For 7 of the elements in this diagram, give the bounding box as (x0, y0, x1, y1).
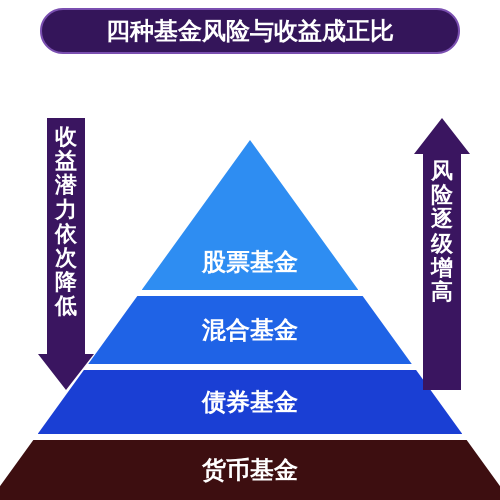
pyramid-layer: 混合基金 (88, 296, 412, 364)
pyramid-layer: 债券基金 (38, 370, 462, 434)
arrow-label: 风险逐级增高 (431, 160, 453, 307)
title-banner: 四种基金风险与收益成正比 (40, 8, 460, 54)
pyramid-layer: 货币基金 (0, 440, 500, 500)
arrow-label: 收益潜力依次降低 (55, 126, 77, 322)
pyramid-layer: 股票基金 (142, 140, 358, 290)
